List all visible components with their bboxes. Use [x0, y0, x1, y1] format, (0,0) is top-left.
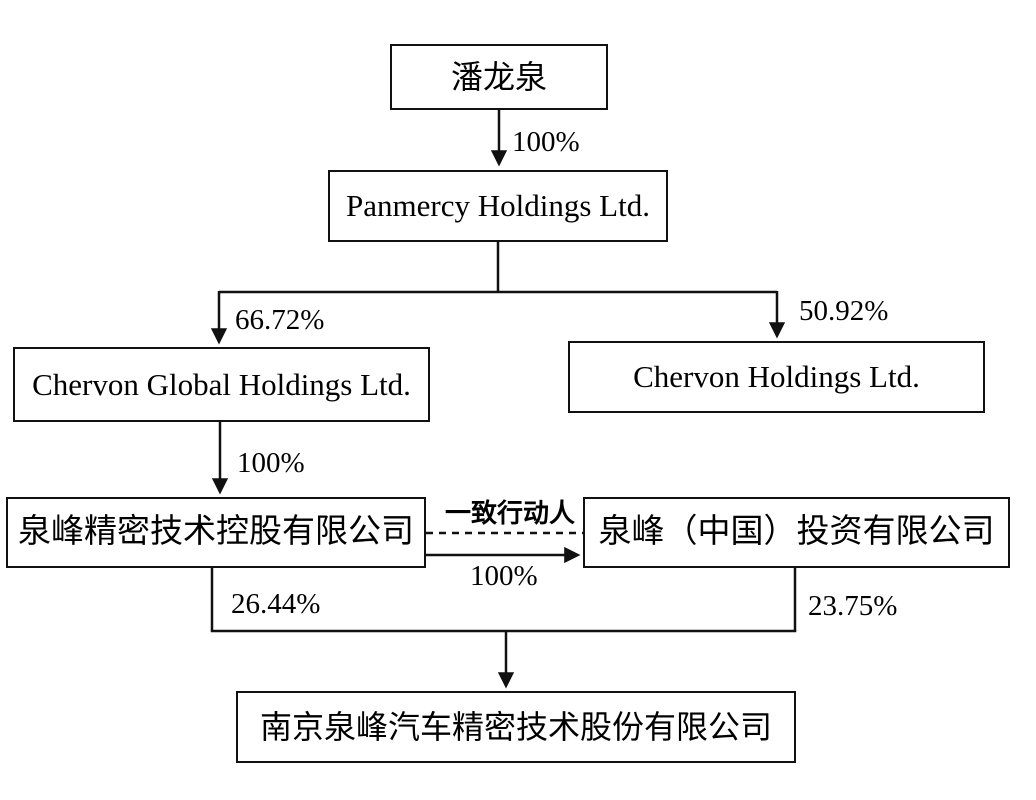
label-precision-percent: 100%: [237, 447, 305, 479]
node-nanjing-quanfeng: 南京泉峰汽车精密技术股份有限公司: [236, 691, 796, 763]
node-chervon-holdings: Chervon Holdings Ltd.: [568, 341, 985, 413]
node-quanfeng-china: 泉峰（中国）投资有限公司: [583, 497, 1010, 568]
node-quanfeng-precision: 泉峰精密技术控股有限公司: [6, 497, 426, 568]
label-precision-to-nanjing-percent: 26.44%: [231, 588, 321, 620]
node-pan-longquan: 潘龙泉: [390, 44, 608, 110]
node-chervon-global-holdings: Chervon Global Holdings Ltd.: [13, 347, 430, 422]
label-pan-to-panmercy-percent: 100%: [512, 126, 580, 158]
label-chervon-global-percent: 66.72%: [235, 304, 325, 336]
node-panmercy-holdings: Panmercy Holdings Ltd.: [328, 170, 668, 242]
label-chervon-holdings-percent: 50.92%: [799, 295, 889, 327]
label-concert-party: 一致行动人: [444, 498, 575, 528]
label-china-to-nanjing-percent: 23.75%: [808, 590, 898, 622]
label-china-ownership-percent: 100%: [470, 560, 538, 592]
